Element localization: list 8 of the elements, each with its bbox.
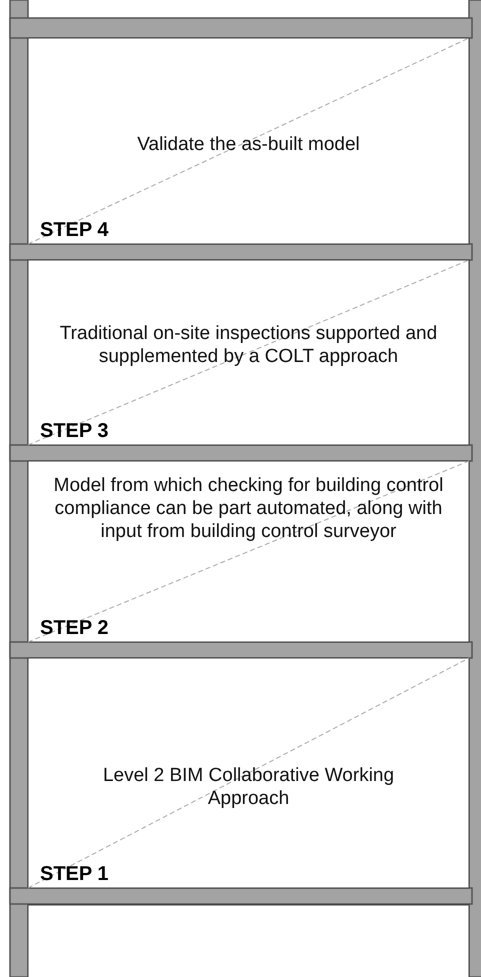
step-description: Validate the as-built model [136, 133, 361, 156]
step-label: STEP 4 [40, 219, 109, 242]
step-label: STEP 2 [40, 617, 109, 640]
step-description: Traditional on-site inspections supported and supplemented by a COLT approach [58, 322, 438, 368]
step-label: STEP 3 [40, 420, 109, 443]
step-description: Level 2 BIM Collaborative Working Approach [102, 764, 396, 810]
step-description: Model from which checking for building control compliance can be part automated, along with input from building control surveyor [52, 474, 444, 543]
step-label: STEP 1 [40, 863, 109, 886]
